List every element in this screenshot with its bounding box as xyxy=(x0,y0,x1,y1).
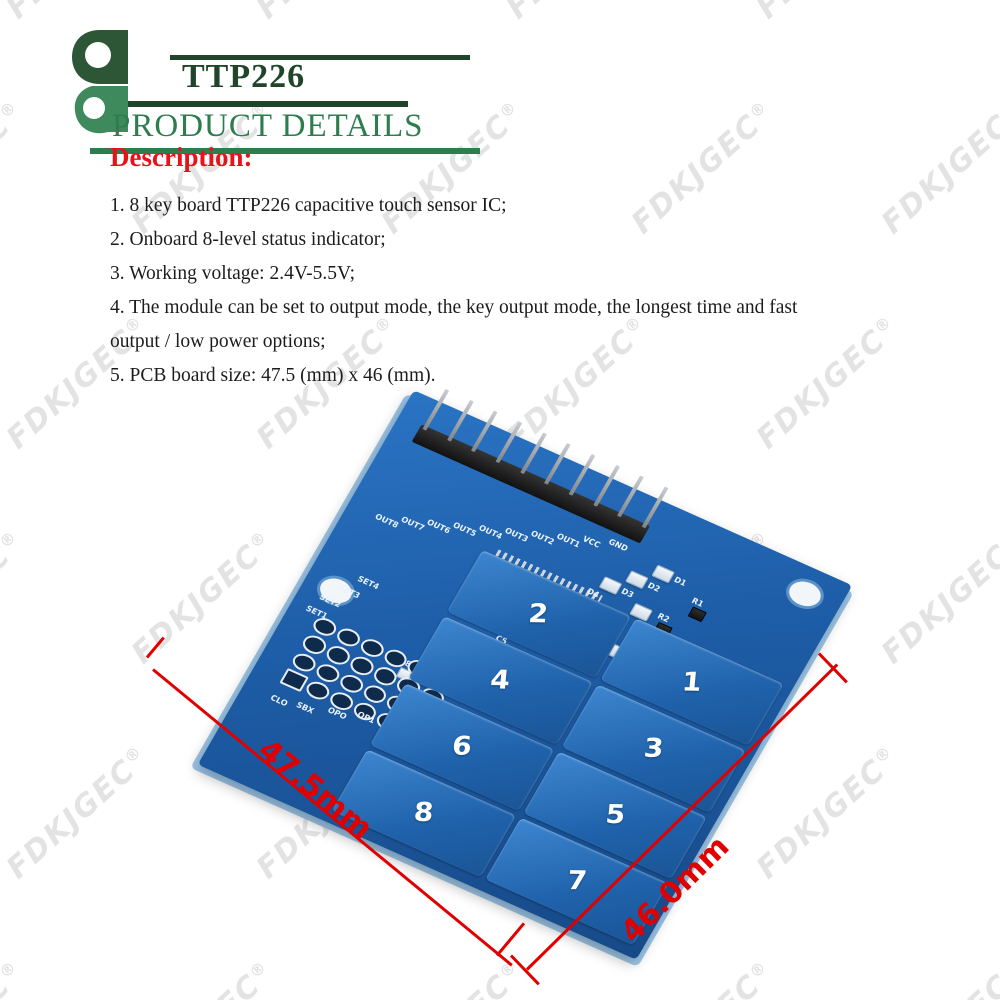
page-subtitle: PRODUCT DETAILS xyxy=(112,108,424,144)
touch-pad-label: 8 xyxy=(412,798,435,829)
watermark-text: FDKJGEC® xyxy=(0,96,22,242)
touch-pad-label: 1 xyxy=(680,666,703,698)
pcb-board: GND VCC OUT1 OUT2 OUT3 OUT4 OUT5 OUT6 OU… xyxy=(190,388,854,968)
header-bar-top xyxy=(170,55,470,60)
description-item: 2. Onboard 8-level status indicator; xyxy=(110,229,386,250)
description-item: 3. Working voltage: 2.4V-5.5V; xyxy=(110,263,356,284)
product-photo: GND VCC OUT1 OUT2 OUT3 OUT4 OUT5 OUT6 OU… xyxy=(0,388,1000,1000)
page-title: TTP226 xyxy=(182,58,306,95)
header-bar-bottom xyxy=(90,148,480,154)
description-item: 1. 8 key board TTP226 capacitive touch s… xyxy=(110,195,507,216)
page-header: TTP226 PRODUCT DETAILS xyxy=(70,28,530,154)
touch-pad-label: 6 xyxy=(450,731,474,762)
description-item: output / low power options; xyxy=(110,331,326,352)
pcb-board-wrapper: GND VCC OUT1 OUT2 OUT3 OUT4 OUT5 OUT6 OU… xyxy=(145,388,854,986)
dimension-cap-width-end xyxy=(495,922,526,957)
touch-pad-label: 5 xyxy=(603,799,627,830)
description-item: 4. The module can be set to output mode,… xyxy=(110,297,798,318)
watermark-text: FDKJGEC® xyxy=(750,0,906,26)
tag-logo-icon xyxy=(70,28,130,140)
touch-pad-label: 4 xyxy=(489,665,512,696)
watermark-text: FDKJGEC® xyxy=(0,0,156,26)
touch-pad-label: 2 xyxy=(527,598,550,629)
touch-pad-label: 3 xyxy=(642,733,665,764)
description-section: Description: 1. 8 key board TTP226 capac… xyxy=(110,142,910,393)
description-heading: Description: xyxy=(110,142,253,172)
touch-pad-label: 7 xyxy=(565,866,588,897)
watermark-text: FDKJGEC® xyxy=(250,0,406,26)
description-item: 5. PCB board size: 47.5 (mm) x 46 (mm). xyxy=(110,365,436,386)
header-bar-mid xyxy=(128,101,408,107)
watermark-text: FDKJGEC® xyxy=(500,0,656,26)
dimension-cap-width-start xyxy=(145,636,165,659)
